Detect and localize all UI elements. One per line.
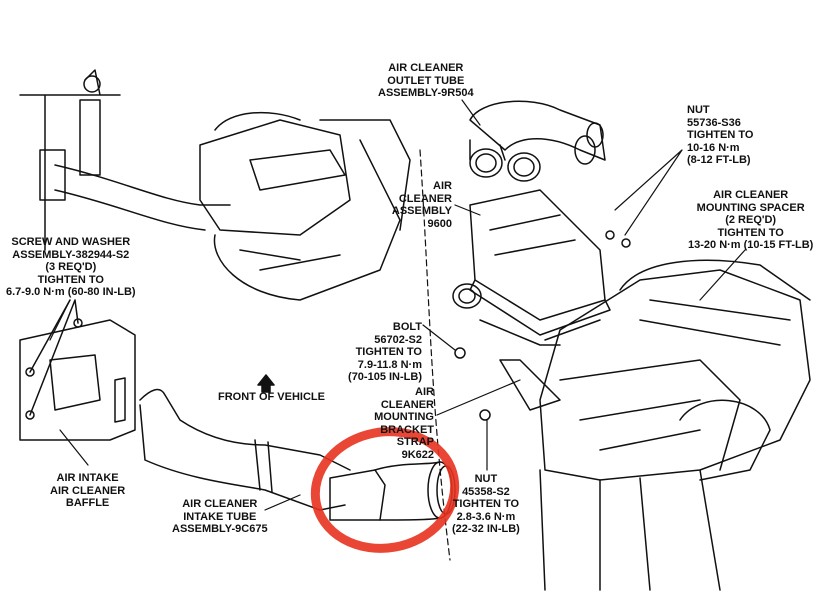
label-line: TIGHTEN TO bbox=[452, 498, 520, 510]
label-line: ASSEMBLY-9R504 bbox=[378, 87, 474, 99]
label-line: MOUNTING bbox=[374, 411, 434, 423]
label-line: BRACKET bbox=[380, 423, 434, 436]
label-line: TIGHTEN TO bbox=[355, 346, 422, 358]
lower-right-engine-drawing bbox=[454, 230, 811, 591]
outlet-tube-drawing bbox=[469, 100, 606, 182]
label-line: AIR bbox=[415, 386, 434, 398]
label-line: SCREW AND WASHER bbox=[11, 236, 131, 248]
label-line: AIR CLEANER bbox=[182, 498, 258, 510]
label-line: 2.8-3.6 N·m bbox=[456, 510, 516, 523]
label-line: 55736-S36 bbox=[687, 116, 741, 129]
upper-engine-drawing bbox=[19, 69, 411, 301]
label-air-cleaner-assembly: AIR CLEANER ASSEMBLY 9600 bbox=[392, 180, 452, 230]
label-line: OUTLET TUBE bbox=[387, 74, 465, 87]
label-line: INTAKE TUBE bbox=[183, 510, 257, 523]
label-baffle: AIR INTAKE AIR CLEANER BAFFLE bbox=[50, 472, 125, 510]
label-line: MOUNTING SPACER bbox=[696, 201, 805, 214]
label-outlet-tube: AIR CLEANER OUTLET TUBE ASSEMBLY-9R504 bbox=[378, 62, 474, 100]
label-intake-tube: AIR CLEANER INTAKE TUBE ASSEMBLY-9C675 bbox=[172, 498, 268, 536]
label-nut-bottom: NUT 45358-S2 TIGHTEN TO 2.8-3.6 N·m (22-… bbox=[452, 473, 520, 536]
label-line: NUT bbox=[474, 473, 498, 485]
label-line: AIR CLEANER bbox=[388, 62, 464, 74]
label-bolt: BOLT 56702-S2 TIGHTEN TO 7.9-11.8 N·m (7… bbox=[348, 321, 422, 384]
highlight-circle bbox=[310, 427, 460, 553]
label-line: CLEANER bbox=[398, 192, 452, 205]
label-line: 9600 bbox=[427, 217, 452, 230]
label-line: TIGHTEN TO bbox=[717, 226, 784, 239]
label-line: BOLT bbox=[392, 321, 422, 333]
label-line: 13-20 N·m (10-15 FT-LB) bbox=[688, 239, 814, 251]
baffle-drawing bbox=[19, 299, 136, 441]
label-nut-top: NUT 55736-S36 TIGHTEN TO 10-16 N·m (8-12… bbox=[687, 104, 753, 167]
label-line: 45358-S2 bbox=[462, 485, 510, 498]
label-line: 9K622 bbox=[401, 448, 434, 461]
label-line: (8-12 FT-LB) bbox=[687, 154, 751, 166]
label-line: AIR INTAKE bbox=[56, 472, 119, 484]
label-line: BAFFLE bbox=[65, 497, 110, 509]
label-line: STRAP bbox=[396, 436, 434, 448]
label-line: 56702-S2 bbox=[374, 333, 422, 346]
label-line: NUT bbox=[687, 104, 710, 116]
label-line: AIR bbox=[433, 180, 452, 192]
front-arrow-icon bbox=[257, 374, 275, 393]
air-cleaner-housing-drawing bbox=[452, 189, 611, 346]
label-line: AIR CLEANER bbox=[50, 484, 126, 497]
label-line: AIR CLEANER bbox=[713, 189, 789, 201]
label-line: TIGHTEN TO bbox=[37, 273, 104, 286]
label-line: 6.7-9.0 N·m (60-80 IN-LB) bbox=[6, 286, 136, 298]
label-line: ASSEMBLY-382944-S2 bbox=[12, 248, 130, 261]
leader-lines bbox=[49, 99, 746, 561]
label-bracket-strap: AIR CLEANER MOUNTING BRACKET STRAP 9K622 bbox=[374, 386, 434, 461]
label-line: TIGHTEN TO bbox=[687, 129, 754, 141]
label-line: (22-32 IN-LB) bbox=[452, 523, 520, 535]
label-screw-washer: SCREW AND WASHER ASSEMBLY-382944-S2 (3 R… bbox=[6, 236, 136, 299]
label-line: ASSEMBLY-9C675 bbox=[172, 523, 268, 535]
label-line: CLEANER bbox=[380, 398, 434, 411]
label-line: (70-105 IN-LB) bbox=[348, 371, 422, 383]
label-front-of-vehicle: FRONT OF VEHICLE bbox=[218, 391, 325, 403]
label-mounting-spacer: AIR CLEANER MOUNTING SPACER (2 REQ'D) TI… bbox=[688, 189, 813, 252]
label-line: (2 REQ'D) bbox=[725, 214, 777, 226]
label-line: ASSEMBLY bbox=[391, 205, 452, 217]
label-line: 10-16 N·m bbox=[687, 141, 740, 154]
label-line: (3 REQ'D) bbox=[45, 261, 97, 273]
label-line: 7.9-11.8 N·m bbox=[357, 358, 422, 371]
